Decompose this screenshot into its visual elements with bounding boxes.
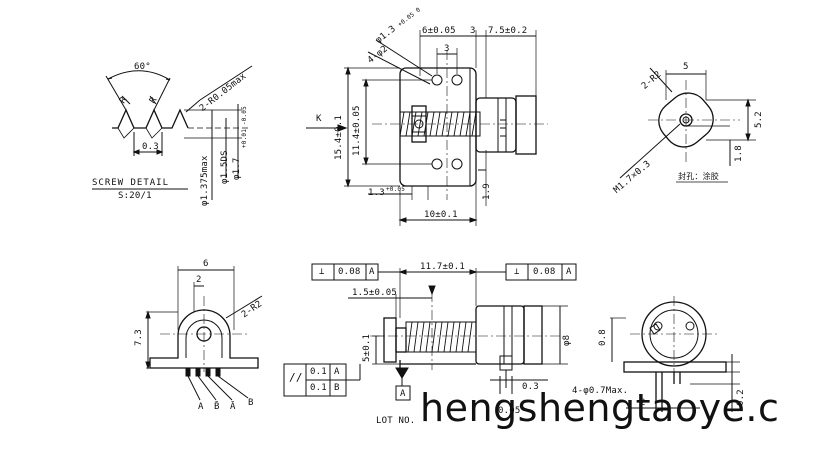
front-pin-note: 4-φ0.7Max.: [572, 386, 629, 396]
front-tol-left-symbol: ⊥: [319, 267, 325, 277]
front-parallel-datum-b: B: [334, 383, 340, 393]
screw-detail-drawing: [92, 65, 253, 200]
watermark-text: hengshengtaoye.c: [420, 386, 780, 430]
end-pin-b-bar: B̄: [214, 402, 220, 412]
end-dim-7-3: 7.3: [134, 329, 144, 346]
screw-root-dia: φ1.375max: [200, 155, 210, 206]
top-dim-1-3-tol: +0.05: [386, 186, 406, 193]
front-dim-11-7: 11.7±0.1: [420, 262, 465, 272]
end-pin-a: A: [198, 402, 204, 412]
top-dim-10: 10±0.1: [424, 210, 458, 220]
front-tol-right-value: 0.08: [533, 267, 556, 277]
front-tol-right-datum: A: [566, 267, 572, 277]
top-dim-3a: 3: [444, 44, 450, 54]
front-parallel-value-b: 0.1: [310, 383, 327, 393]
front-tol-left-value: 0.08: [338, 267, 361, 277]
top-dim-6: 6±0.05: [422, 26, 456, 36]
screw-major-dia: φ1.5DS: [220, 150, 230, 184]
front-dim-1-5: 1.5±0.05: [352, 288, 397, 298]
front-view-drawing: [283, 263, 577, 401]
screw-outer-dia-tol: +0.01 -0.05: [241, 106, 248, 148]
top-dim-15-4: 15.4±0.1: [334, 115, 344, 160]
top-dim-7-5: 7.5±0.2: [488, 26, 528, 36]
screw-pitch-label: 0.3: [142, 142, 159, 152]
side-note: 封孔：涂胶: [678, 172, 719, 181]
top-arrow-k: K: [316, 114, 322, 124]
end-pin-a-bar: Ā: [230, 402, 236, 412]
front-lot-no: LOT NO.: [376, 416, 416, 426]
screw-detail-caption: SCREW DETAIL: [92, 178, 170, 188]
front-dim-phi8: φ8: [562, 334, 572, 346]
screw-outer-dia: φ1.7: [232, 157, 242, 180]
front-datum-a: A: [400, 389, 406, 399]
right-dim-0-8: 0.8: [598, 329, 608, 346]
front-parallel-datum-a: A: [334, 367, 340, 377]
front-dim-0-3: 0.3: [522, 382, 539, 392]
end-view-drawing: [145, 266, 263, 401]
front-tol-right-symbol: ⊥: [514, 267, 520, 277]
end-dim-6: 6: [203, 259, 209, 269]
screw-detail-scale: S:20/1: [118, 191, 152, 201]
side-dim-5: 5: [683, 62, 689, 72]
top-view-drawing: [306, 30, 548, 226]
side-view-drawing: [619, 67, 756, 183]
side-dim-1-8: 1.8: [734, 145, 744, 162]
end-dim-2: 2: [196, 275, 202, 285]
top-dim-1-9: 1.9: [482, 183, 492, 200]
side-dim-5-2: 5.2: [754, 111, 764, 128]
front-parallel-symbol: //: [289, 371, 303, 384]
end-pin-b: B: [248, 398, 254, 408]
top-dim-1-3: 1.3: [368, 188, 385, 198]
front-tol-left-datum: A: [369, 267, 375, 277]
front-dim-5: 5±0.1: [362, 333, 372, 362]
right-view-drawing: [610, 296, 740, 412]
right-dim-2: 2: [640, 398, 646, 408]
top-dim-3b: 3: [470, 26, 476, 36]
screw-angle-label: 60°: [134, 62, 151, 72]
top-dim-11-4: 11.4±0.05: [352, 105, 362, 156]
front-parallel-value-a: 0.1: [310, 367, 327, 377]
front-dim-0-05: 0.05: [498, 406, 521, 416]
